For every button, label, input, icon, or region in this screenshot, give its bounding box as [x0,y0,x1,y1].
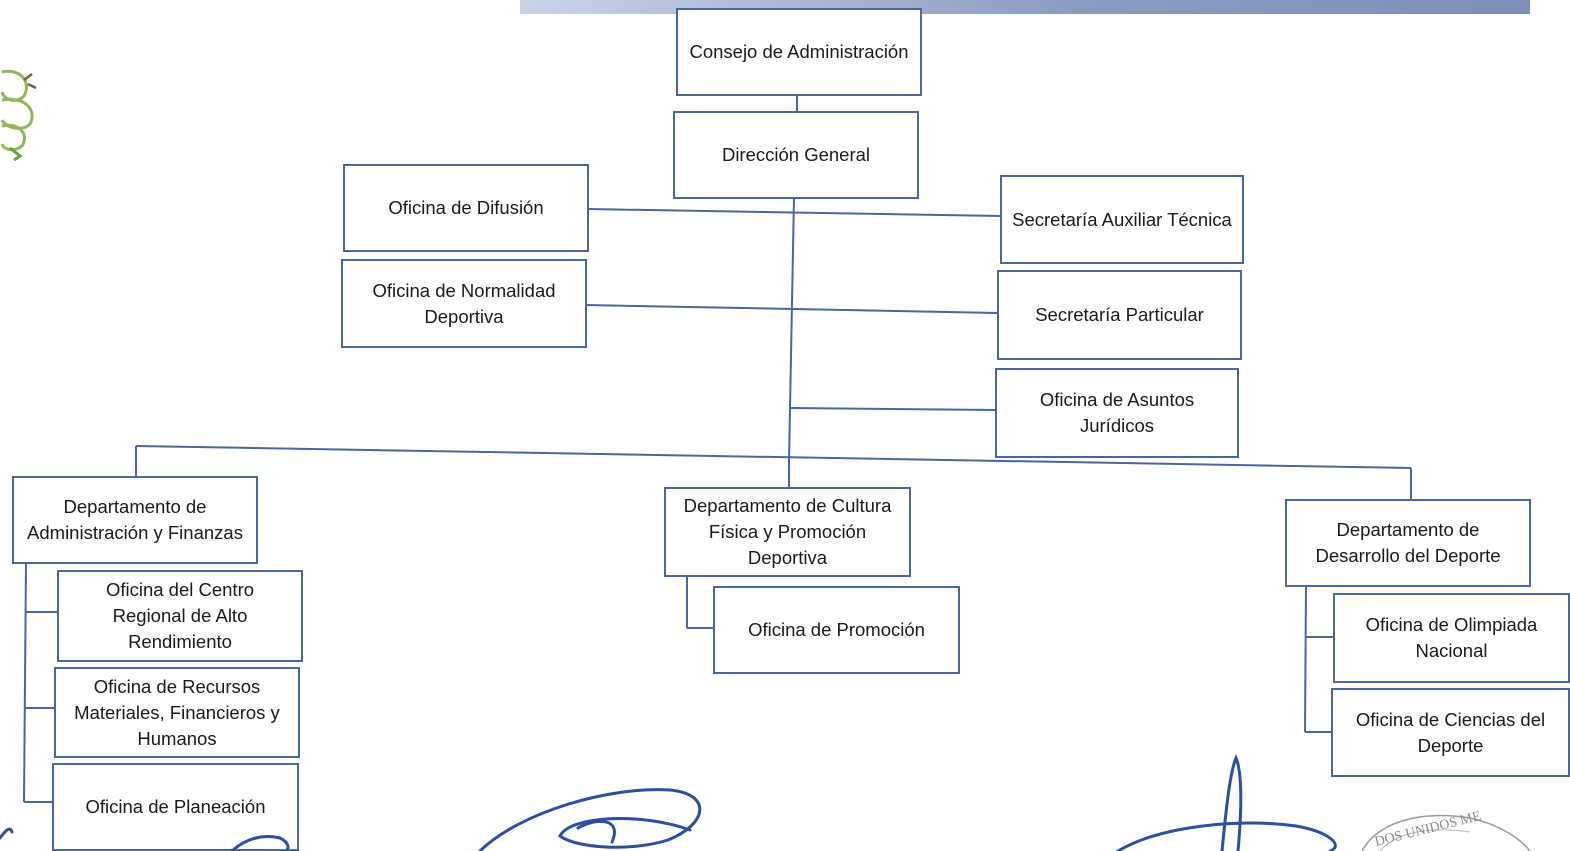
node-oficina-planeacion: Oficina de Planeación [52,763,299,851]
node-secretaria-particular: Secretaría Particular [997,270,1242,360]
node-oficina-olimpiada-nacional: Oficina de Olimpiada Nacional [1333,593,1570,683]
node-oficina-ciencias-deporte: Oficina de Ciencias del Deporte [1331,688,1570,777]
node-depto-administracion-finanzas: Departamento de Administración y Finanza… [12,476,258,564]
node-oficina-promocion: Oficina de Promoción [713,586,960,674]
node-consejo-administracion: Consejo de Administración [676,8,922,96]
node-depto-cultura-fisica: Departamento de Cultura Física y Promoci… [664,487,911,577]
node-oficina-asuntos-juridicos: Oficina de Asuntos Jurídicos [995,368,1239,458]
node-oficina-difusion: Oficina de Difusión [343,164,589,252]
node-oficina-recursos: Oficina de Recursos Materiales, Financie… [54,667,300,758]
node-secretaria-auxiliar-tecnica: Secretaría Auxiliar Técnica [1000,175,1244,264]
node-direccion-general: Dirección General [673,111,919,199]
node-depto-desarrollo-deporte: Departamento de Desarrollo del Deporte [1285,499,1531,587]
node-oficina-normalidad-deportiva: Oficina de Normalidad Deportiva [341,259,587,348]
node-oficina-centro-regional: Oficina del Centro Regional de Alto Rend… [57,570,303,662]
